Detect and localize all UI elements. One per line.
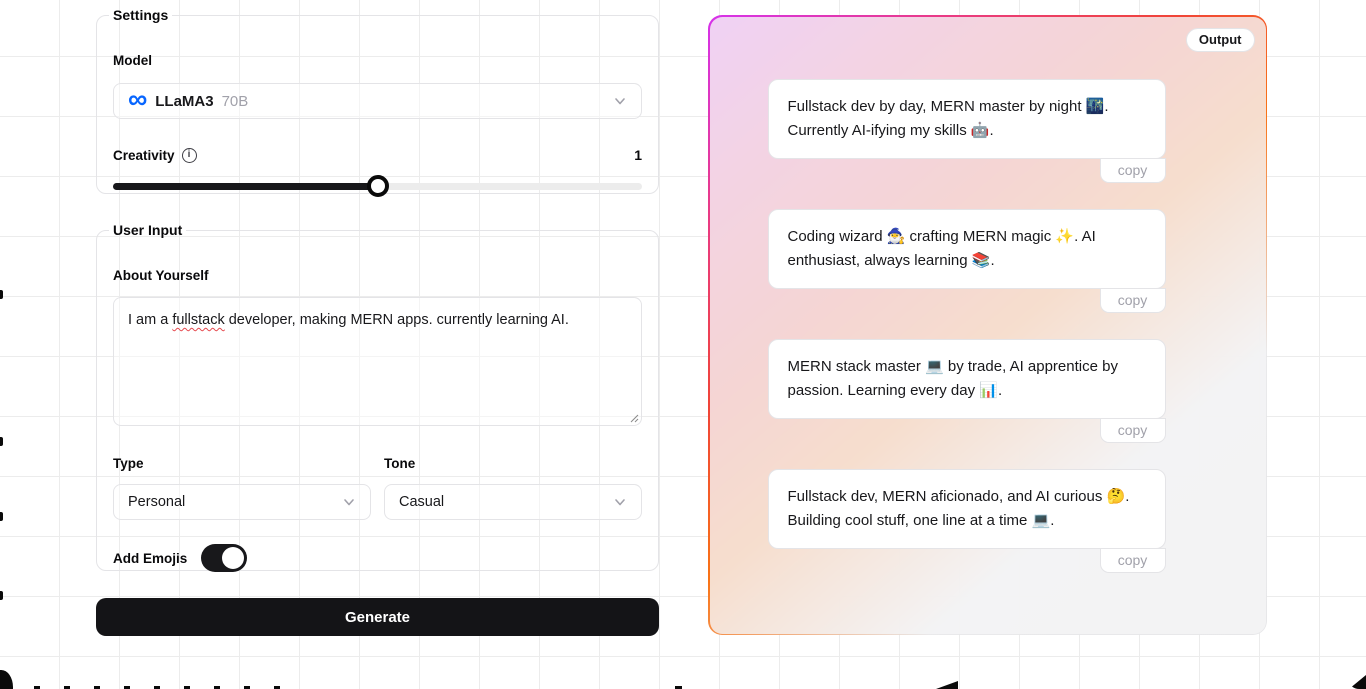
creativity-slider-thumb[interactable] — [366, 175, 389, 197]
edge-artifact — [0, 591, 3, 600]
creativity-value: 1 — [634, 147, 642, 163]
about-yourself-textarea[interactable]: I am a fullstack developer, making MERN … — [113, 297, 642, 426]
output-panel-border: Output Fullstack dev by day, MERN master… — [708, 15, 1267, 635]
copy-button[interactable]: copy — [1099, 547, 1166, 573]
user-input-legend: User Input — [113, 222, 183, 238]
toggle-knob — [222, 547, 244, 569]
about-text: developer, making MERN apps. currently l… — [224, 312, 569, 328]
chevron-down-icon — [615, 98, 625, 105]
copy-row: copy — [768, 287, 1166, 313]
tone-select[interactable]: Casual — [384, 484, 642, 520]
bio-card: MERN stack master 💻 by trade, AI apprent… — [767, 338, 1166, 419]
about-text-misspelled: fullstack — [172, 312, 225, 328]
copy-row: copy — [768, 417, 1166, 443]
edge-artifact — [936, 681, 958, 689]
about-text: I am a — [128, 312, 173, 328]
chevron-down-icon — [615, 499, 625, 506]
bio-card: Fullstack dev by day, MERN master by nig… — [767, 78, 1166, 159]
type-label: Type — [113, 456, 144, 471]
edge-artifact — [1349, 675, 1366, 689]
output-panel: Output Fullstack dev by day, MERN master… — [709, 16, 1266, 634]
copy-button[interactable]: copy — [1099, 157, 1166, 183]
bio-card-group: MERN stack master 💻 by trade, AI apprent… — [767, 338, 1166, 443]
bio-card-group: Fullstack dev, MERN aficionado, and AI c… — [767, 468, 1166, 573]
type-select[interactable]: Personal — [113, 484, 371, 520]
copy-row: copy — [768, 157, 1166, 183]
model-name: LLaMA3 — [155, 92, 214, 110]
user-input-section: User Input About Yourself I am a fullsta… — [96, 222, 659, 572]
copy-button[interactable]: copy — [1099, 287, 1166, 313]
creativity-slider[interactable] — [113, 175, 642, 197]
creativity-label: Creativity — [113, 147, 175, 163]
chevron-down-icon — [344, 499, 354, 506]
tone-select-value: Casual — [399, 494, 445, 510]
creativity-row: Creativity i 1 — [113, 147, 642, 163]
add-emojis-toggle[interactable] — [201, 544, 247, 572]
edge-artifact — [0, 437, 3, 446]
edge-artifact — [0, 512, 3, 521]
meta-logo-icon: ∞ — [128, 84, 148, 114]
model-label: Model — [113, 53, 152, 68]
add-emojis-label: Add Emojis — [113, 551, 188, 566]
resize-handle-icon[interactable] — [628, 412, 639, 423]
copy-row: copy — [768, 547, 1166, 573]
about-yourself-label: About Yourself — [113, 268, 209, 283]
settings-section: Settings Model ∞ LLaMA3 70B Creativity i… — [96, 7, 659, 197]
bio-card-group: Coding wizard 🧙‍♂️ crafting MERN magic ✨… — [767, 208, 1166, 313]
copy-button[interactable]: copy — [1099, 417, 1166, 443]
edge-artifact — [0, 290, 3, 299]
bio-card: Fullstack dev, MERN aficionado, and AI c… — [767, 468, 1166, 549]
bio-cards-list: Fullstack dev by day, MERN master by nig… — [767, 78, 1166, 599]
model-select[interactable]: ∞ LLaMA3 70B — [113, 83, 642, 119]
edge-artifact — [675, 686, 682, 689]
type-select-value: Personal — [128, 494, 186, 510]
tone-label: Tone — [384, 456, 416, 471]
settings-legend: Settings — [113, 7, 169, 23]
creativity-slider-fill — [113, 183, 378, 190]
info-icon[interactable]: i — [181, 147, 197, 163]
model-variant: 70B — [221, 92, 249, 110]
edge-artifact — [0, 670, 13, 689]
bio-card: Coding wizard 🧙‍♂️ crafting MERN magic ✨… — [767, 208, 1166, 289]
output-badge: Output — [1185, 27, 1255, 52]
edge-artifact — [4, 686, 294, 689]
generate-button[interactable]: Generate — [96, 598, 659, 636]
bio-card-group: Fullstack dev by day, MERN master by nig… — [767, 78, 1166, 183]
